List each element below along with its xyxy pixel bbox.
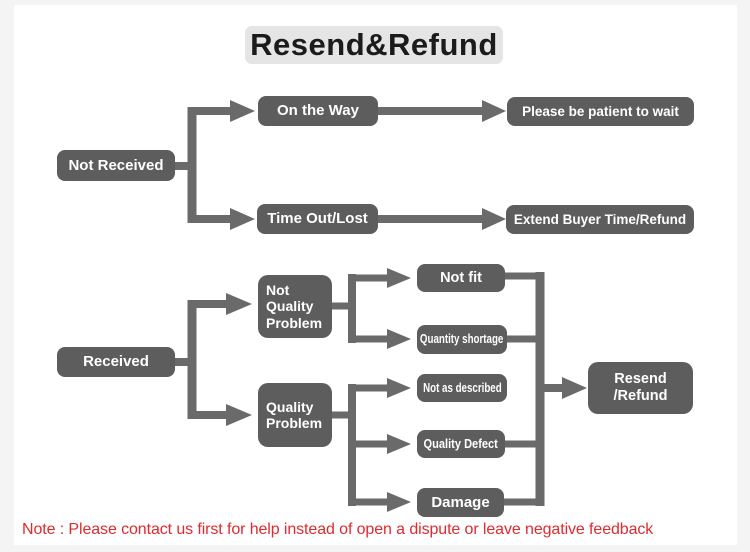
node-label: Received [83, 353, 149, 371]
node-label: Quality Defect [423, 435, 499, 451]
connector-quality-fork [331, 378, 411, 512]
node-quantity-shortage: Quantity shortage [417, 325, 507, 354]
connector-not-received-fork [175, 100, 255, 230]
node-label: Not fit [440, 269, 482, 286]
node-label: Quantity shortage [420, 331, 504, 347]
node-not-received: Not Received [57, 150, 175, 181]
node-label: On the Way [277, 102, 359, 120]
arrowhead-icon [226, 404, 252, 426]
node-label-line: /Refund [613, 388, 668, 404]
node-on-the-way: On the Way [258, 96, 378, 126]
node-extend-buyer-time: Extend Buyer Time/Refund [506, 205, 694, 234]
node-label: Extend Buyer Time/Refund [513, 211, 687, 227]
connector-on-the-way-to-patient [378, 100, 506, 122]
arrowhead-icon [562, 377, 587, 399]
connector-timeout-to-extend [378, 208, 506, 230]
node-label: Time Out/Lost [267, 210, 368, 228]
connector-not-quality-fork [331, 268, 411, 349]
note-text: Note : Please contact us first for help … [22, 521, 654, 538]
arrowhead-icon [226, 293, 252, 315]
node-quality-defect: Quality Defect [417, 430, 505, 458]
node-label: Not as described [422, 379, 502, 395]
node-label-line: Resend [614, 371, 667, 387]
arrowhead-icon [387, 434, 411, 454]
page-title: Resend&Refund [245, 26, 503, 64]
connector-received-fork [175, 293, 252, 426]
arrowhead-icon [387, 492, 411, 512]
node-label-line: Problem [266, 314, 323, 331]
node-label-line: Problem [266, 415, 323, 431]
arrowhead-icon [230, 100, 255, 122]
arrowhead-icon [230, 208, 255, 230]
node-label-line: Quality [266, 398, 314, 415]
node-label-line: Quality [266, 298, 314, 315]
node-label: Not Received [68, 156, 164, 174]
arrowhead-icon [387, 268, 411, 288]
node-be-patient: Please be patient to wait [507, 97, 694, 126]
connector-collector-to-resend [504, 272, 587, 506]
arrowhead-icon [387, 329, 411, 349]
node-damage: Damage [417, 488, 504, 517]
node-not-fit: Not fit [417, 264, 505, 292]
node-label-line: Not [266, 281, 290, 298]
node-label: Please be patient to wait [522, 103, 679, 119]
node-not-as-described: Not as described [417, 374, 507, 402]
node-time-out-lost: Time Out/Lost [257, 204, 378, 234]
arrowhead-icon [482, 100, 506, 122]
node-resend-refund: Resend /Refund [588, 362, 693, 414]
arrowhead-icon [387, 378, 411, 398]
node-quality-problem: Quality Problem [258, 383, 332, 447]
node-received: Received [57, 347, 175, 377]
node-label: Damage [431, 493, 490, 511]
node-not-quality-problem: Not Quality Problem [258, 275, 332, 338]
arrowhead-icon [482, 208, 506, 230]
